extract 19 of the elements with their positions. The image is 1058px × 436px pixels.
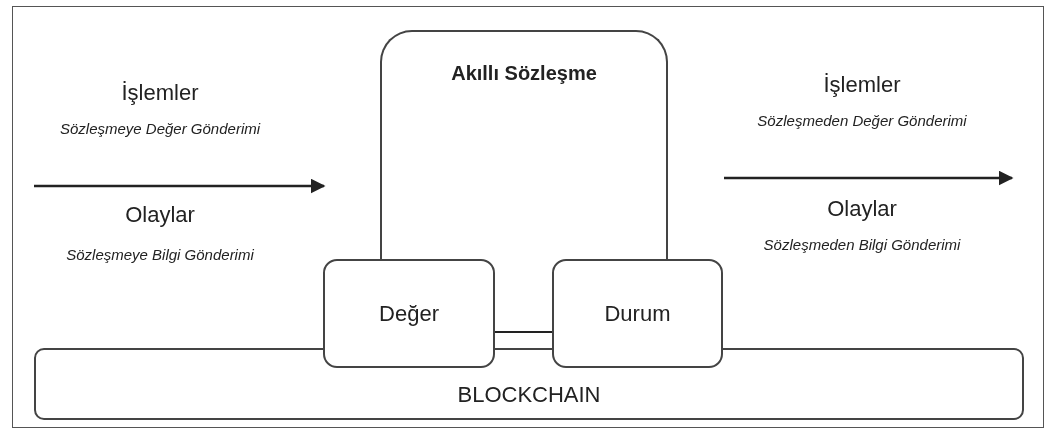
label-note: Sözleşmeden Değer Gönderimi: [757, 112, 967, 129]
arrow: [34, 178, 326, 194]
label-note: Sözleşmeden Bilgi Gönderimi: [763, 236, 961, 253]
box-label: Değer: [379, 300, 439, 327]
transaction-label: İşlemler: [823, 72, 901, 98]
event-label: Olaylar: [125, 202, 195, 228]
connector-line: [494, 331, 553, 333]
box-label: BLOCKCHAIN: [457, 382, 601, 408]
box-label: Durum: [604, 300, 671, 327]
blockchain-bar: [34, 348, 1024, 420]
label-note: Sözleşmeye Değer Gönderimi: [59, 120, 261, 137]
arrow: [724, 170, 1014, 186]
transaction-label: İşlemler: [121, 80, 199, 106]
value-box: [323, 259, 495, 368]
state-box: [552, 259, 723, 368]
label-note: Sözleşmeye Bilgi Gönderimi: [66, 246, 254, 263]
event-label: Olaylar: [827, 196, 897, 222]
contract-box: [380, 30, 668, 259]
box-title: Akıllı Sözleşme: [451, 62, 597, 85]
